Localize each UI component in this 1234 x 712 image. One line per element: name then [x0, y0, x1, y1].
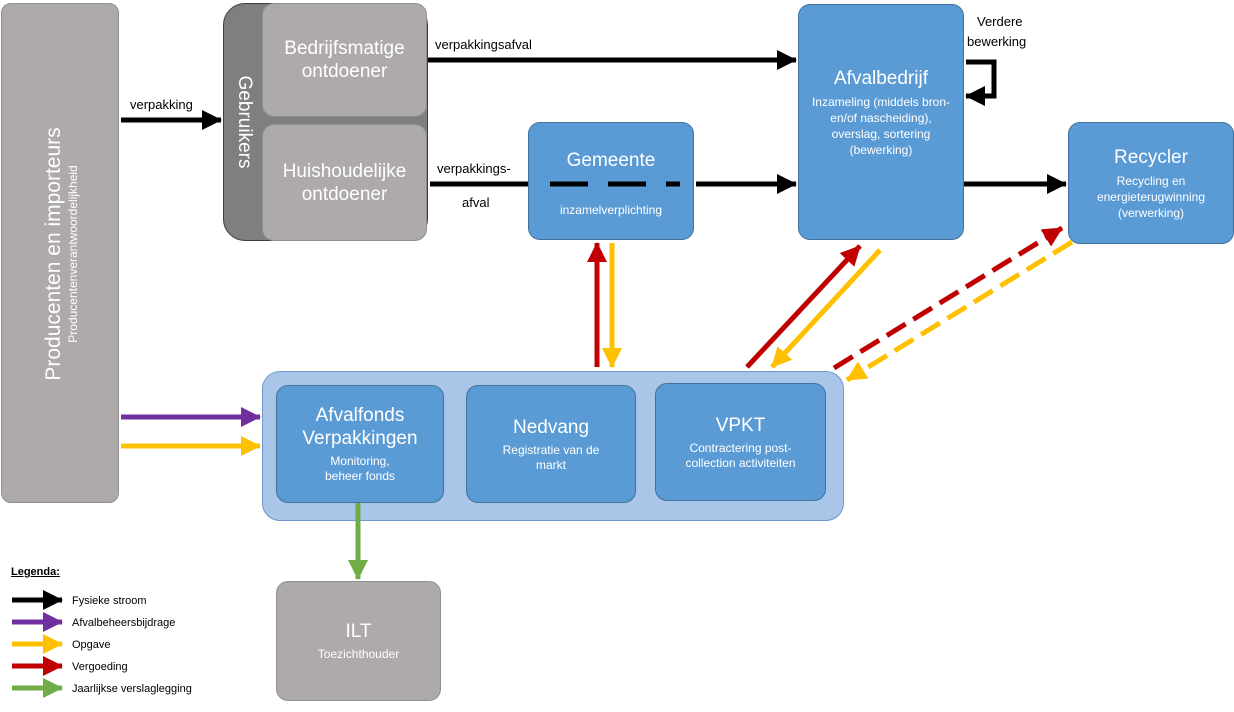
legend-label-jaarlijkse-verslaglegging: Jaarlijkse verslaglegging [72, 683, 192, 695]
legend-label-opgave: Opgave [72, 639, 111, 651]
label-verpakkings-line2: afval [462, 195, 490, 210]
afvalbedrijf-title: Afvalbedrijf [834, 68, 928, 89]
afvalbedrijf-subtitle: Inzameling (middels bron- en/of nascheid… [811, 95, 951, 157]
arrow-verdere-bewerking-loop [965, 59, 997, 106]
arrow-report-from-recycler [845, 239, 1074, 383]
label-verpakkingsafval: verpakkingsafval [435, 37, 532, 52]
nedvang-subtitle: Registratie van de markt [502, 442, 600, 472]
vpkt-title: VPKT [715, 414, 766, 436]
vpkt-subtitle: Contractering post-collection activiteit… [685, 440, 796, 470]
nedvang-title: Nedvang [512, 416, 590, 438]
business-disposer-box: Bedrijfsmatige ontdoener [262, 3, 427, 117]
ilt-box: ILT Toezichthouder [276, 581, 441, 701]
arrow-compensation-to-afvalbedrijf [745, 244, 862, 369]
gemeente-title: Gemeente [566, 150, 656, 171]
household-disposer-label: Huishoudelijke ontdoener [282, 160, 407, 205]
legend-title: Legenda: [11, 566, 60, 578]
label-verdere-line2: bewerking [967, 34, 1027, 49]
legend-label-vergoeding: Vergoeding [72, 661, 128, 673]
afvalfonds-subtitle: Monitoring, beheer fonds [324, 454, 396, 483]
label-verdere-line1: Verdere [977, 14, 1023, 29]
afvalfonds-title: Afvalfonds Verpakkingen [302, 405, 418, 449]
arrow-compensation-to-recycler [832, 225, 1064, 371]
afvalbedrijf-box: Afvalbedrijf Inzameling (middels bron- e… [798, 4, 964, 240]
ilt-subtitle: Toezichthouder [317, 647, 400, 661]
arrow-report-from-afvalbedrijf [770, 248, 882, 369]
label-verpakkings-line1: verpakkings- [437, 161, 511, 176]
gemeente-subtitle: inzamelverplichting [559, 203, 663, 217]
afvalfonds-box: Afvalfonds Verpakkingen Monitoring, behe… [276, 385, 444, 503]
gemeente-box: Gemeente inzamelverplichting [528, 122, 694, 240]
legend-label-afvalbeheersbijdrage: Afvalbeheersbijdrage [72, 617, 176, 629]
recycler-box: Recycler Recycling en energieterugwinnin… [1068, 122, 1234, 244]
recycler-title: Recycler [1114, 146, 1188, 168]
business-disposer-label: Bedrijfsmatige ontdoener [284, 38, 405, 82]
label-verpakking: verpakking [130, 97, 193, 112]
household-disposer-box: Huishoudelijke ontdoener [262, 124, 427, 241]
nedvang-box: Nedvang Registratie van de markt [466, 385, 636, 503]
legend-label-fysieke-stroom: Fysieke stroom [72, 595, 147, 607]
vpkt-box: VPKT Contractering post-collection activ… [655, 383, 826, 501]
producers-box: Producenten en importeurs Producentenver… [1, 3, 119, 503]
ilt-title: ILT [345, 621, 372, 642]
recycler-subtitle: Recycling en energieterugwinning (verwer… [1096, 173, 1206, 220]
